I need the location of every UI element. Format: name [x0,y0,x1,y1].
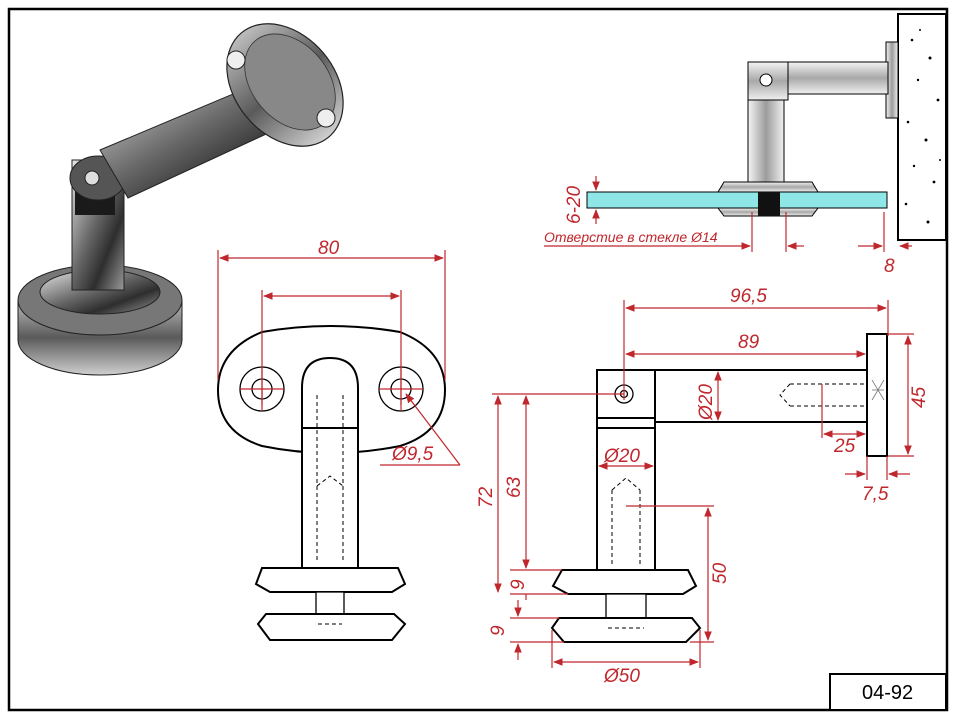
side-view [550,333,888,643]
dim-post-diameter: Ø20 [603,446,640,467]
dim-cap-thickness-top: 9 [508,579,529,590]
wall-section [897,13,947,241]
sheet-frame [7,7,949,712]
dim-height-total: 72 [476,486,497,508]
dim-total-length: 96,5 [730,286,767,307]
dim-height-axis: 63 [504,476,525,498]
dim-plate-width: 80 [318,238,340,259]
plate-dimensions: 80 Ø9,5 [217,238,461,466]
dim-hole-diameter: Ø9,5 [391,444,434,465]
dim-arm-diameter: Ø20 [696,384,717,421]
dim-base-diameter: Ø50 [603,666,640,687]
glass-panel [586,191,888,209]
side-view-dimensions: 96,5 89 Ø20 45 25 7,5 72 63 9 [476,286,930,687]
title-block: 04-92 [829,673,947,711]
plate-front-view [216,325,447,641]
dim-glass-hole-note: Отверстие в стекле Ø14 [544,229,718,245]
dim-glass-thickness: 6-20 [564,186,585,224]
glass-dimensions: 6-20 Отверстие в стекле Ø14 8 [544,176,912,277]
dim-cap-thickness-bottom: 9 [488,625,509,636]
dim-arm-length: 89 [738,332,760,353]
dim-flange-height: 45 [909,386,930,408]
dim-wall-gap: 8 [884,256,895,277]
product-render [17,23,344,376]
dim-bolt-length: 25 [833,436,856,457]
dim-post-height: 50 [710,562,731,584]
dim-flange-thickness: 7,5 [862,484,889,505]
glass-mount-view [586,13,947,241]
drawing-code: 04-92 [862,682,913,704]
